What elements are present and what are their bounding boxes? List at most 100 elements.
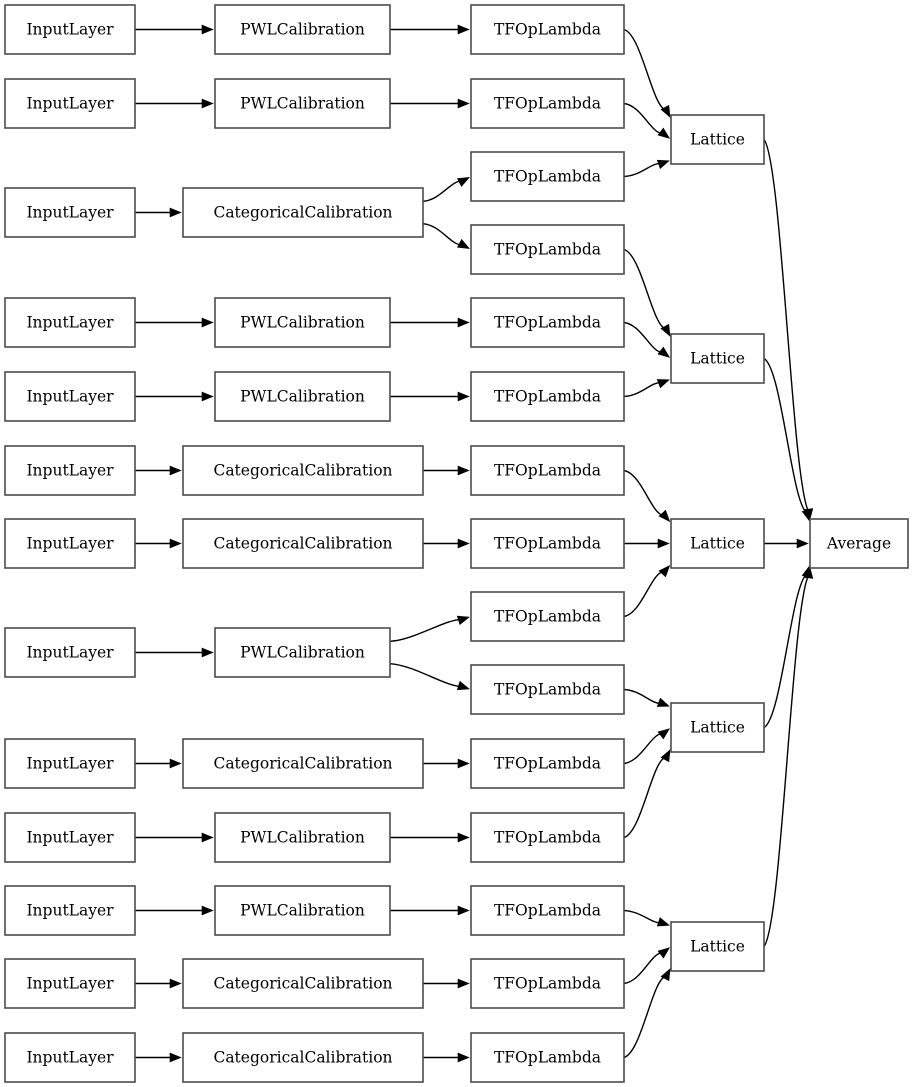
node-box[interactable] <box>214 812 391 863</box>
node-box[interactable] <box>470 371 625 422</box>
node-box[interactable] <box>470 518 625 569</box>
node-box[interactable] <box>670 702 765 753</box>
node-input-layer-in9[interactable]: InputLayer <box>4 738 136 789</box>
node-box[interactable] <box>470 958 625 1009</box>
node-lattice-lat4[interactable]: Lattice <box>670 702 765 753</box>
node-box[interactable] <box>182 958 424 1009</box>
node-box[interactable] <box>4 958 136 1009</box>
node-pwlcalibration-cal8[interactable]: PWLCalibration <box>214 627 391 678</box>
arrow-head <box>457 538 470 549</box>
node-box[interactable] <box>470 78 625 129</box>
node-average-avg[interactable]: Average <box>809 518 909 569</box>
node-box[interactable] <box>670 921 765 972</box>
node-tfop-lambda-lam9[interactable]: TFOpLambda <box>470 591 625 642</box>
node-box[interactable] <box>214 627 391 678</box>
node-pwlcalibration-cal4[interactable]: PWLCalibration <box>214 297 391 348</box>
node-tfop-lambda-lam14[interactable]: TFOpLambda <box>470 958 625 1009</box>
node-tfop-lambda-lam6[interactable]: TFOpLambda <box>470 371 625 422</box>
node-box[interactable] <box>809 518 909 569</box>
node-lattice-lat2[interactable]: Lattice <box>670 333 765 384</box>
node-box[interactable] <box>470 738 625 789</box>
node-box[interactable] <box>670 114 765 165</box>
node-box[interactable] <box>470 4 625 55</box>
node-categorical-calibration-cal9[interactable]: CategoricalCalibration <box>182 738 424 789</box>
node-tfop-lambda-lam13[interactable]: TFOpLambda <box>470 885 625 936</box>
edge-tfop-lambda-to-lattice <box>623 321 671 358</box>
node-box[interactable] <box>182 1032 424 1083</box>
node-input-layer-in3[interactable]: InputLayer <box>4 187 136 238</box>
node-pwlcalibration-cal1[interactable]: PWLCalibration <box>214 4 391 55</box>
node-tfop-lambda-lam1[interactable]: TFOpLambda <box>470 4 625 55</box>
node-input-layer-in13[interactable]: InputLayer <box>4 1032 136 1083</box>
node-box[interactable] <box>214 4 391 55</box>
node-box[interactable] <box>470 885 625 936</box>
node-input-layer-in10[interactable]: InputLayer <box>4 812 136 863</box>
node-tfop-lambda-lam8[interactable]: TFOpLambda <box>470 518 625 569</box>
node-box[interactable] <box>214 885 391 936</box>
node-categorical-calibration-cal3[interactable]: CategoricalCalibration <box>182 187 424 238</box>
node-box[interactable] <box>4 1032 136 1083</box>
node-input-layer-in8[interactable]: InputLayer <box>4 627 136 678</box>
arrow-head <box>457 24 470 35</box>
node-box[interactable] <box>470 297 625 348</box>
edge-pwlcalibration-to-tfop-lambda <box>389 662 470 691</box>
node-categorical-calibration-cal7[interactable]: CategoricalCalibration <box>182 518 424 569</box>
node-box[interactable] <box>4 518 136 569</box>
node-tfop-lambda-lam5[interactable]: TFOpLambda <box>470 297 625 348</box>
node-box[interactable] <box>470 591 625 642</box>
node-input-layer-in7[interactable]: InputLayer <box>4 518 136 569</box>
node-box[interactable] <box>4 627 136 678</box>
node-tfop-lambda-lam15[interactable]: TFOpLambda <box>470 1032 625 1083</box>
node-pwlcalibration-cal11[interactable]: PWLCalibration <box>214 885 391 936</box>
node-box[interactable] <box>4 371 136 422</box>
node-box[interactable] <box>182 187 424 238</box>
node-box[interactable] <box>182 518 424 569</box>
node-box[interactable] <box>214 78 391 129</box>
node-box[interactable] <box>470 151 625 202</box>
node-input-layer-in4[interactable]: InputLayer <box>4 297 136 348</box>
node-tfop-lambda-lam2[interactable]: TFOpLambda <box>470 78 625 129</box>
node-tfop-lambda-lam11[interactable]: TFOpLambda <box>470 738 625 789</box>
node-lattice-lat3[interactable]: Lattice <box>670 518 765 569</box>
node-categorical-calibration-cal12[interactable]: CategoricalCalibration <box>182 958 424 1009</box>
node-input-layer-in1[interactable]: InputLayer <box>4 4 136 55</box>
node-tfop-lambda-lam4[interactable]: TFOpLambda <box>470 224 625 275</box>
node-box[interactable] <box>470 224 625 275</box>
node-tfop-lambda-lam7[interactable]: TFOpLambda <box>470 445 625 496</box>
node-box[interactable] <box>4 78 136 129</box>
node-box[interactable] <box>214 297 391 348</box>
node-box[interactable] <box>470 664 625 715</box>
node-input-layer-in5[interactable]: InputLayer <box>4 371 136 422</box>
node-lattice-lat5[interactable]: Lattice <box>670 921 765 972</box>
node-box[interactable] <box>470 445 625 496</box>
node-box[interactable] <box>214 371 391 422</box>
node-box[interactable] <box>182 445 424 496</box>
node-categorical-calibration-cal6[interactable]: CategoricalCalibration <box>182 445 424 496</box>
node-box[interactable] <box>470 812 625 863</box>
node-input-layer-in6[interactable]: InputLayer <box>4 445 136 496</box>
node-input-layer-in12[interactable]: InputLayer <box>4 958 136 1009</box>
arrow-head <box>658 564 671 578</box>
node-box[interactable] <box>4 4 136 55</box>
node-input-layer-in2[interactable]: InputLayer <box>4 78 136 129</box>
node-box[interactable] <box>4 187 136 238</box>
node-box[interactable] <box>4 297 136 348</box>
node-pwlcalibration-cal2[interactable]: PWLCalibration <box>214 78 391 129</box>
node-categorical-calibration-cal13[interactable]: CategoricalCalibration <box>182 1032 424 1083</box>
node-box[interactable] <box>670 518 765 569</box>
node-tfop-lambda-lam3[interactable]: TFOpLambda <box>470 151 625 202</box>
node-box[interactable] <box>470 1032 625 1083</box>
node-box[interactable] <box>4 812 136 863</box>
node-box[interactable] <box>4 445 136 496</box>
node-tfop-lambda-lam10[interactable]: TFOpLambda <box>470 664 625 715</box>
node-box[interactable] <box>182 738 424 789</box>
node-box[interactable] <box>670 333 765 384</box>
node-box[interactable] <box>4 738 136 789</box>
node-pwlcalibration-cal10[interactable]: PWLCalibration <box>214 812 391 863</box>
arrow-head <box>201 832 214 843</box>
node-tfop-lambda-lam12[interactable]: TFOpLambda <box>470 812 625 863</box>
node-box[interactable] <box>4 885 136 936</box>
node-input-layer-in11[interactable]: InputLayer <box>4 885 136 936</box>
node-lattice-lat1[interactable]: Lattice <box>670 114 765 165</box>
node-pwlcalibration-cal5[interactable]: PWLCalibration <box>214 371 391 422</box>
